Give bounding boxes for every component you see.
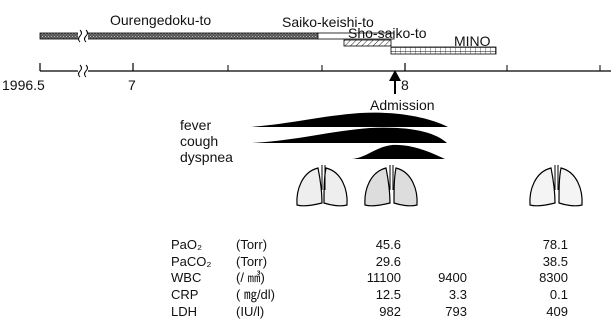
lab-unit: ( ㎎/dl) bbox=[236, 288, 275, 301]
cough-curve bbox=[252, 128, 447, 143]
timeline-start-label: 1996.5 bbox=[2, 78, 45, 92]
lab-name: LDH bbox=[171, 305, 197, 318]
lab-value-3: 38.5 bbox=[500, 255, 568, 268]
chest-xray-3 bbox=[530, 165, 582, 206]
chest-xray-2 bbox=[365, 165, 417, 206]
timeline-8-label: 8 bbox=[401, 78, 409, 92]
drug-label-sho-saiko-to: Sho-saiko-to bbox=[348, 26, 427, 40]
lab-name: PaCO₂ bbox=[171, 255, 211, 268]
drug-bars bbox=[40, 30, 496, 54]
admission-label: Admission bbox=[370, 98, 435, 112]
lab-unit: (IU/l) bbox=[236, 305, 264, 318]
timeline-axis bbox=[40, 63, 611, 77]
lab-value-3: 0.1 bbox=[500, 288, 568, 301]
lab-value-1: 982 bbox=[320, 305, 401, 318]
lab-value-2: 793 bbox=[400, 305, 467, 318]
lab-name: PaO₂ bbox=[171, 238, 202, 251]
lab-unit: (/ ㎣) bbox=[236, 271, 265, 284]
lab-value-1: 12.5 bbox=[320, 288, 401, 301]
lab-name: WBC bbox=[171, 271, 201, 284]
symptom-dyspnea-label: dyspnea bbox=[180, 150, 233, 164]
timeline-7-label: 7 bbox=[128, 78, 136, 92]
lab-value-3: 409 bbox=[500, 305, 568, 318]
lab-value-3: 8300 bbox=[500, 271, 568, 284]
symptom-fever-label: fever bbox=[180, 118, 211, 132]
symptom-cough-label: cough bbox=[180, 134, 218, 148]
admission-arrow bbox=[389, 70, 401, 94]
drug-label-ourengedoku-to: Ourengedoku-to bbox=[110, 13, 211, 27]
symptom-curves bbox=[250, 113, 448, 159]
lab-value-1: 45.6 bbox=[320, 238, 401, 251]
lab-value-2: 9400 bbox=[400, 271, 467, 284]
dyspnea-curve bbox=[352, 145, 445, 159]
drug-label-mino: MINO bbox=[454, 34, 491, 48]
fever-curve bbox=[250, 113, 448, 127]
chest-xray-1 bbox=[297, 165, 347, 206]
lab-value-1: 29.6 bbox=[320, 255, 401, 268]
lab-value-1: 11100 bbox=[320, 271, 401, 284]
lab-value-3: 78.1 bbox=[500, 238, 568, 251]
lab-value-2: 3.3 bbox=[400, 288, 467, 301]
lab-unit: (Torr) bbox=[236, 255, 267, 268]
lab-unit: (Torr) bbox=[236, 238, 267, 251]
lab-name: CRP bbox=[171, 288, 198, 301]
